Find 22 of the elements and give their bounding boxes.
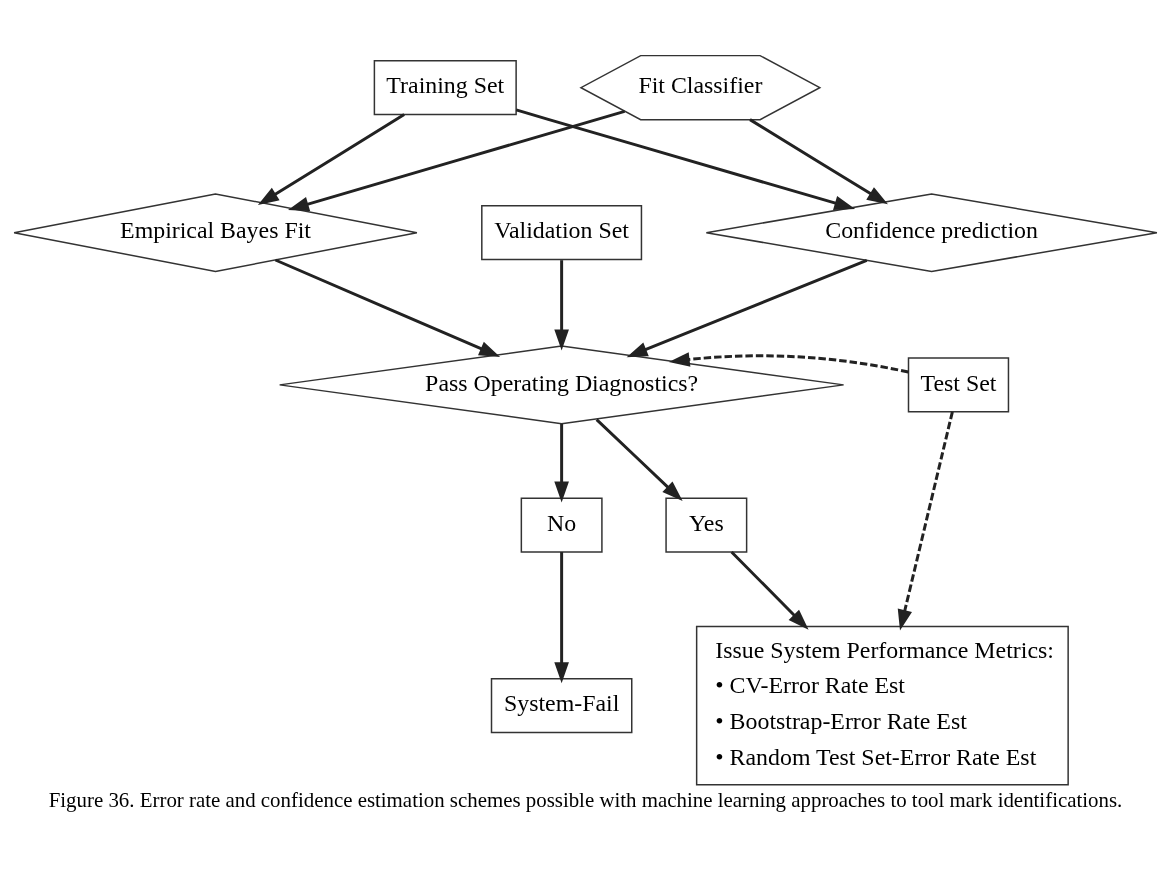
arrow: [257, 112, 405, 205]
arrow: [749, 117, 888, 204]
node-box: Test Set: [907, 356, 1010, 412]
node-box: Validation Set: [481, 204, 643, 260]
arrow: [897, 411, 954, 631]
arrow: [595, 418, 683, 501]
arrow: [626, 258, 868, 357]
node-box: Issue System Performance Metrics: • CV-Error Rate Est • Bootstrap-Error Rate Est • Random Test Set-Error Rate Est: [695, 625, 1069, 785]
node-box: Training Set: [373, 59, 517, 115]
arrow: [288, 109, 626, 211]
arrow: [730, 550, 809, 630]
arrow: [554, 551, 569, 683]
arrow: [515, 108, 856, 210]
node-diamond: Empirical Bayes Fit: [13, 192, 418, 272]
arrow: [554, 423, 569, 502]
node-box: Yes: [665, 497, 748, 553]
arrow: [554, 259, 569, 350]
arrow: [668, 351, 909, 373]
node-box: No: [520, 497, 603, 553]
node-box: System-Fail: [490, 677, 633, 733]
arrow: [274, 258, 501, 357]
caption: Figure 36. Error rate and confidence estimation schemes possible with machine learning approaches to tool mark identifications.: [48, 787, 1123, 812]
